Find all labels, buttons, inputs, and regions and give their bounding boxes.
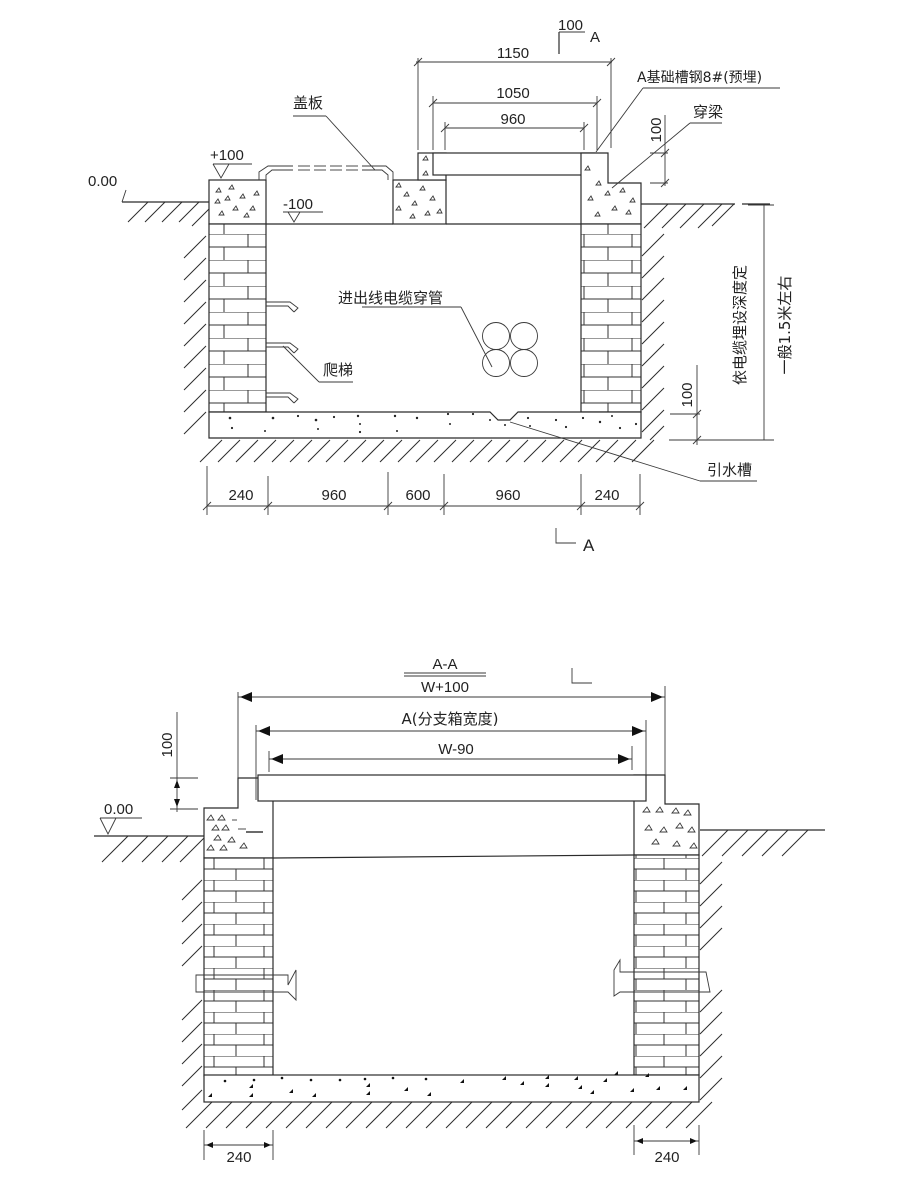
dim-top-1150: 1150 [497, 45, 529, 62]
label-cable-duct: 进出线电缆穿管 [338, 289, 493, 368]
section-elevation-ground: 0.00 [99, 801, 142, 836]
dim-middle-label: A(分支箱宽度) [402, 710, 499, 728]
left-concrete-cap [208, 179, 267, 225]
section-channel-steel [257, 774, 647, 802]
section-left-pipe-sleeve [195, 969, 297, 1002]
dim-outer-label: W+100 [421, 679, 469, 696]
dim-right-bottom-label: 100 [679, 382, 696, 407]
cable-duct-label: 进出线电缆穿管 [338, 289, 443, 307]
beam-label: 穿梁 [693, 103, 723, 121]
section-right-pipe-sleeve [613, 958, 711, 997]
dim-right-top-label: 100 [648, 117, 665, 142]
dim-bottom-240-right: 240 [594, 487, 619, 504]
section-ground-hatch-left [94, 835, 206, 1111]
section-ground-hatch-right [699, 829, 825, 1101]
section-bottom-dimensions: 240 240 [203, 1125, 700, 1166]
section-cap-aggregate [206, 806, 698, 851]
section-mark-bottom-letter: A [583, 536, 595, 555]
dim-bottom-960-left: 960 [321, 487, 346, 504]
section-mark-bottom: A [555, 528, 595, 555]
ground-hatch-left [122, 201, 210, 435]
section-left-brick-wall [203, 857, 274, 1077]
section-elevation-ground-label: 0.00 [104, 801, 133, 818]
elevation-inner: -100 [283, 196, 323, 223]
right-brick-wall [580, 223, 642, 413]
dim-outer: W+100 [237, 679, 666, 778]
dim-inner: W-90 [268, 741, 633, 772]
ground-hatch-right [641, 203, 770, 433]
dim-right-top: 100 [648, 115, 670, 188]
middle-concrete-block [392, 179, 447, 225]
section-dim-bottom-left: 240 [226, 1149, 251, 1166]
bottom-dimensions: 240 960 600 960 240 [202, 466, 645, 515]
dim-right-bottom: 100 [670, 365, 702, 445]
cover-plate-label: 盖板 [293, 94, 323, 112]
dim-bottom-600: 600 [405, 487, 430, 504]
section-view: A-A W+100 A(分支箱宽度) W-90 [94, 656, 825, 1166]
section-dim-left-height-label: 100 [159, 732, 176, 757]
dim-middle: A(分支箱宽度) [255, 710, 647, 800]
section-right-brick-wall [633, 854, 700, 1076]
section-floor-aggregate [208, 1071, 687, 1097]
channel-steel [432, 152, 596, 176]
depth-note-1: 依电缆埋设深度定 [731, 265, 749, 385]
elevation-inner-label: -100 [283, 196, 313, 213]
label-cover-plate: 盖板 [293, 94, 376, 171]
plan-view: 0.00 +100 -100 100 A 1150 [88, 17, 794, 555]
dim-top-960: 960 [500, 111, 525, 128]
floor-aggregate [228, 412, 638, 434]
section-mark-top-letter: A [590, 29, 600, 46]
elevation-cover: +100 [210, 147, 252, 179]
floor-slab [208, 411, 642, 439]
section-dim-left-height: 100 [159, 712, 198, 812]
ladder-rungs [266, 301, 299, 404]
dim-bottom-240-left: 240 [228, 487, 253, 504]
ground-hatch-bottom [199, 425, 665, 463]
elevation-cover-label: +100 [210, 147, 244, 164]
cap-aggregate [214, 155, 636, 219]
label-beam: 穿梁 [611, 103, 723, 189]
dim-top-1050: 1050 [496, 85, 529, 102]
elevation-ground: 0.00 [88, 173, 127, 203]
dim-depth: 依电缆埋设深度定 一般1.5米左右 [669, 204, 794, 441]
section-title: A-A [404, 656, 486, 677]
section-mark-top-number: 100 [558, 17, 583, 34]
dim-inner-label: W-90 [438, 741, 474, 758]
drain-label: 引水槽 [707, 461, 752, 479]
elevation-ground-label: 0.00 [88, 173, 117, 190]
dim-bottom-960-right: 960 [495, 487, 520, 504]
label-channel-steel: A基础槽钢8#(预埋) [595, 69, 780, 153]
section-mark-top: 100 A [558, 17, 600, 54]
section-title-label: A-A [432, 656, 457, 673]
section-ground-hatch-bottom [185, 1101, 713, 1129]
section-floor-slab [203, 1074, 700, 1103]
cover-plate [258, 165, 394, 180]
cable-duct-pipes [482, 322, 538, 377]
depth-note-2: 一般1.5米左右 [776, 276, 794, 375]
section-corner-mark [571, 668, 592, 684]
ladder-label: 爬梯 [323, 361, 353, 379]
section-dim-bottom-right: 240 [654, 1149, 679, 1166]
top-dimensions: 1150 1050 960 [413, 45, 616, 150]
right-concrete-cap [580, 152, 642, 225]
channel-steel-label: A基础槽钢8#(预埋) [637, 69, 762, 86]
label-ladder: 爬梯 [282, 345, 353, 383]
label-drain: 引水槽 [509, 421, 757, 482]
left-brick-wall [208, 223, 267, 413]
